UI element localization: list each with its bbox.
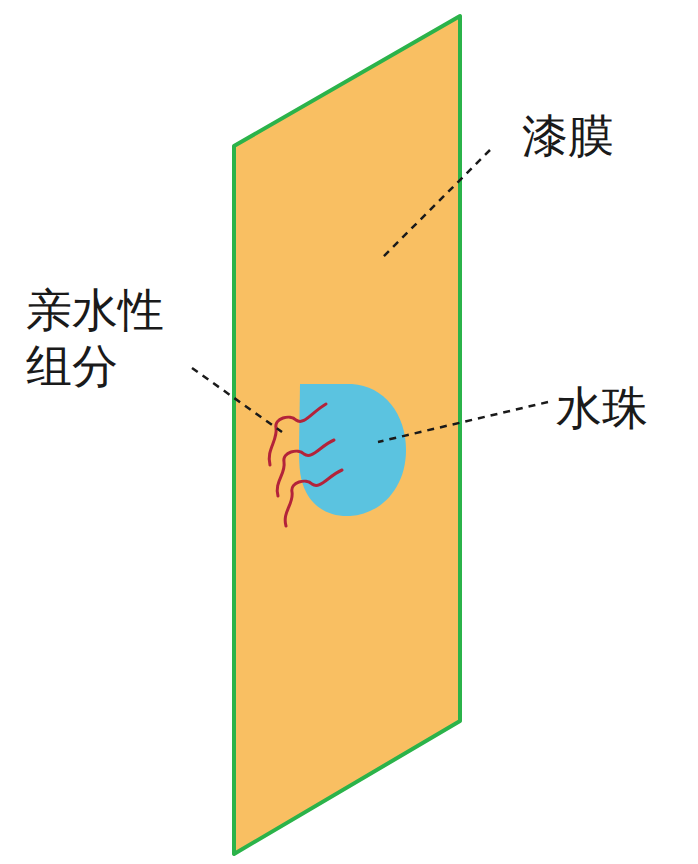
leader-lines xyxy=(192,150,548,442)
drop-label: 水珠 xyxy=(556,380,648,436)
component-label: 亲水性 组分 xyxy=(26,282,173,394)
paint-film xyxy=(234,16,460,854)
film-label: 漆膜 xyxy=(522,108,614,164)
water-drop xyxy=(299,384,406,516)
hydrophilic-chains xyxy=(269,404,342,526)
